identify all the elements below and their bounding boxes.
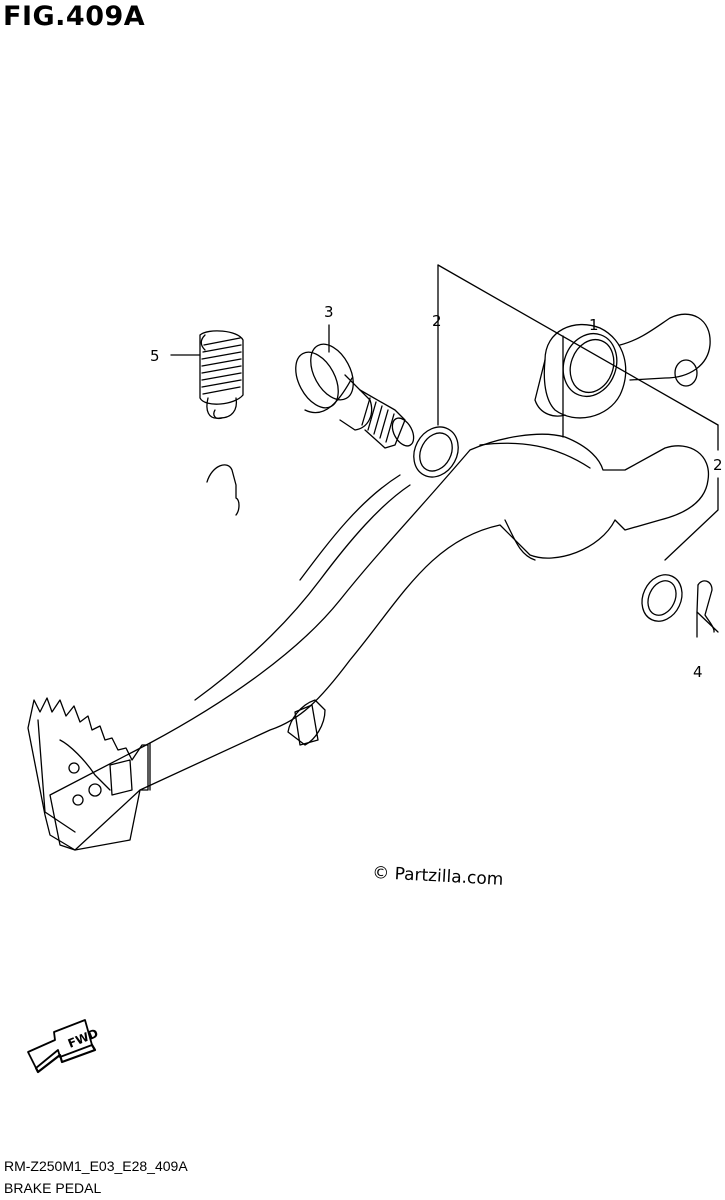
figure-code: RM-Z250M1_E03_E28_409A [4,1158,188,1174]
callout-4: 4 [693,663,703,681]
cotter-pin-part [696,580,719,638]
callout-2-upper: 2 [432,312,442,330]
figure-caption: BRAKE PEDAL [4,1180,102,1196]
o-ring-upper-part [413,426,459,478]
callout-1: 1 [589,316,599,334]
fwd-arrow-icon [27,1019,97,1074]
return-spring-part [199,330,244,516]
callout-5: 5 [150,347,160,365]
o-ring-right-part [641,574,683,622]
leader-lines [170,264,719,561]
watermark-text: © Partzilla.com [372,863,504,890]
figure-title: FIG.409A [3,1,146,32]
callout-2-right: 2 [713,456,723,474]
pivot-bolt-part [295,343,415,449]
brake-pedal-part [27,313,711,851]
callout-3: 3 [324,303,334,321]
